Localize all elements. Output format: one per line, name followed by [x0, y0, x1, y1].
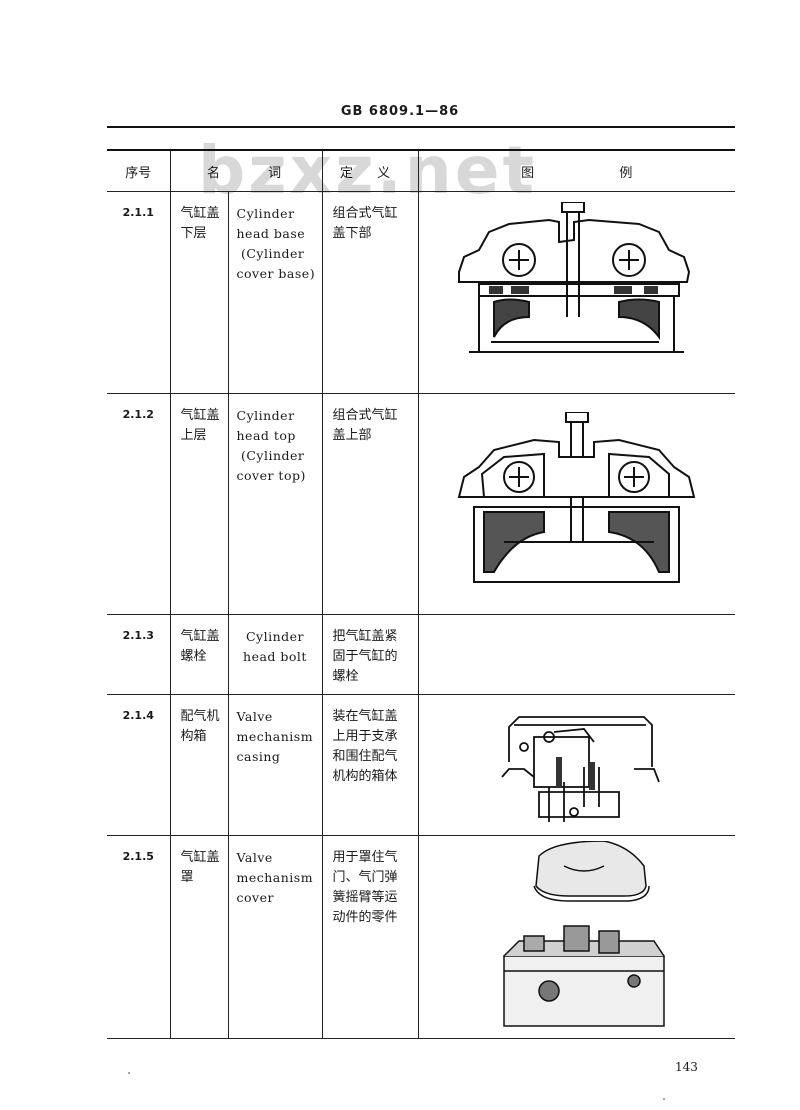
- row-number: 2.1.3: [122, 629, 154, 642]
- terms-table: 序号 名 词 定 义 图例 2.1.1 气缸盖 下层 Cylinder head…: [107, 149, 736, 1039]
- definition: 装在气缸盖 上用于支承 和围住配气 机构的箱体: [321, 694, 419, 836]
- row-number: 2.1.5: [122, 850, 154, 863]
- table-row: 2.1.4 配气机 构箱 Valve mechanism casing 装在气缸…: [107, 694, 736, 836]
- term-english: Valve mechanism cover: [227, 835, 323, 1039]
- figure-cell: [417, 694, 736, 836]
- figure-cell-empty: [417, 614, 736, 695]
- table-row: 2.1.1 气缸盖 下层 Cylinder head base (Cylinde…: [107, 191, 736, 394]
- row-number: 2.1.2: [122, 408, 154, 421]
- col-header-figure-right: 例: [619, 165, 633, 181]
- row-number: 2.1.1: [122, 206, 154, 219]
- term-english: Cylinder head base (Cylinder cover base): [227, 191, 323, 394]
- term-chinese: 气缸盖 上层: [169, 393, 228, 615]
- page-number: 143: [675, 1060, 698, 1074]
- col-header-term-label: 名 词: [206, 165, 304, 181]
- col-header-figure-left: 图: [521, 165, 535, 181]
- scan-speck: [663, 1098, 665, 1100]
- col-header-definition-label: 定 义: [339, 165, 401, 181]
- term-english: Cylinder head bolt: [227, 614, 323, 695]
- table-row: 2.1.2 气缸盖 上层 Cylinder head top (Cylinder…: [107, 393, 736, 615]
- cylinder-head-top-drawing: [457, 412, 695, 583]
- definition: 组合式气缸 盖上部: [321, 393, 419, 615]
- scan-speck: [128, 1072, 130, 1074]
- table-header-row: 序号 名 词 定 义 图例: [107, 150, 736, 192]
- col-header-definition: 定 义: [321, 150, 419, 192]
- term-chinese: 气缸盖 螺栓: [169, 614, 228, 695]
- col-header-figure: 图例: [417, 150, 736, 192]
- table-row: 2.1.5 气缸盖 罩 Valve mechanism cover 用于罩住气 …: [107, 835, 736, 1039]
- term-english: Valve mechanism casing: [227, 694, 323, 836]
- col-header-term: 名 词: [169, 150, 323, 192]
- term-chinese: 气缸盖 罩: [169, 835, 228, 1039]
- valve-mechanism-casing-drawing: [500, 716, 660, 822]
- header-rule: [107, 126, 735, 128]
- term-english: Cylinder head top (Cylinder cover top): [227, 393, 323, 615]
- definition: 用于罩住气 门、气门弹 簧摇臂等运 动件的零件: [321, 835, 419, 1039]
- standard-code: GB 6809.1—86: [340, 104, 460, 119]
- table-row: 2.1.3 气缸盖 螺栓 Cylinder head bolt 把气缸盖紧 固于…: [107, 614, 736, 695]
- cylinder-head-base-drawing: [457, 202, 690, 353]
- definition: 把气缸盖紧 固于气缸的 螺栓: [321, 614, 419, 695]
- row-number: 2.1.4: [122, 709, 154, 722]
- figure-cell: [417, 835, 736, 1039]
- col-header-no: 序号: [125, 165, 152, 181]
- term-chinese: 气缸盖 下层: [169, 191, 228, 394]
- term-chinese: 配气机 构箱: [169, 694, 228, 836]
- figure-cell: [417, 393, 736, 615]
- figure-cell: [417, 191, 736, 394]
- definition: 组合式气缸 盖下部: [321, 191, 419, 394]
- valve-mechanism-cover-photo: [502, 841, 665, 1027]
